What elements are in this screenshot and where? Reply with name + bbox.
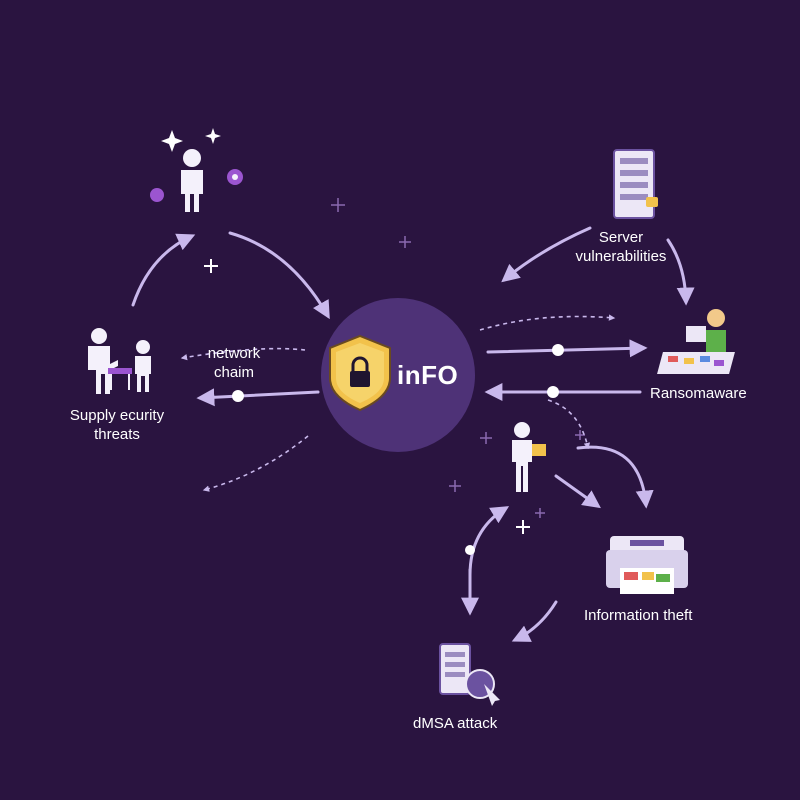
- arrow-hub-to-supply: [196, 388, 320, 407]
- arrow-person-right: [554, 474, 601, 509]
- laptop-icon: [686, 326, 706, 342]
- dashed-arrow-bottom-left: [202, 435, 309, 492]
- printer-icon: [606, 536, 688, 594]
- arrow-hub-to-ransomware: [486, 339, 648, 358]
- arrow-info-to-dmsa: [511, 600, 558, 642]
- cursor-icon: [484, 684, 500, 706]
- arrow-to-info-theft: [576, 445, 654, 509]
- padlock-icon: [646, 197, 658, 207]
- hub-title: inFO: [397, 360, 459, 390]
- sparkle-icon: [205, 128, 221, 144]
- shield-lock-icon: [329, 334, 391, 412]
- person-document-icon: [512, 422, 546, 492]
- dashed-arrow-hub-top-right: [479, 314, 616, 331]
- plus-sign-white: [204, 259, 530, 534]
- person-icon: [150, 128, 243, 212]
- arrow-loop-up: [468, 506, 510, 577]
- dashed-arrow-network: [180, 347, 306, 361]
- arrow-person-to-hub: [228, 231, 330, 320]
- label-supply-threats: Supply ecurity threats: [69, 407, 165, 443]
- dashed-arrow-right-curve: [547, 399, 591, 450]
- decorative-sparkles: [331, 198, 585, 518]
- label-dmsa-attack: dMSA attack: [413, 715, 498, 732]
- bug-icon: [150, 188, 164, 202]
- ransomware-person-icon: [657, 309, 735, 374]
- server-icon: [613, 149, 658, 219]
- diagram-arrows: [131, 226, 695, 642]
- dashed-arrows: [180, 314, 616, 492]
- label-information-theft: Information theft: [584, 607, 693, 624]
- sparkle-icon: [161, 130, 183, 152]
- label-server-vulnerabilities: Server vulnerabilities: [575, 229, 667, 265]
- dmsa-server-icon: [439, 643, 500, 706]
- arrow-server-to-ransomware: [666, 238, 695, 306]
- supply-people-icon: [88, 328, 151, 394]
- table-icon: [108, 368, 132, 374]
- label-ransomware: Ransomaware: [650, 385, 747, 402]
- arrow-server-to-hub: [501, 226, 592, 283]
- arrow-supply-to-person: [131, 233, 196, 307]
- connector-dots: [232, 344, 564, 555]
- folder-icon: [532, 444, 546, 456]
- label-network-chain: network chaim: [207, 345, 261, 381]
